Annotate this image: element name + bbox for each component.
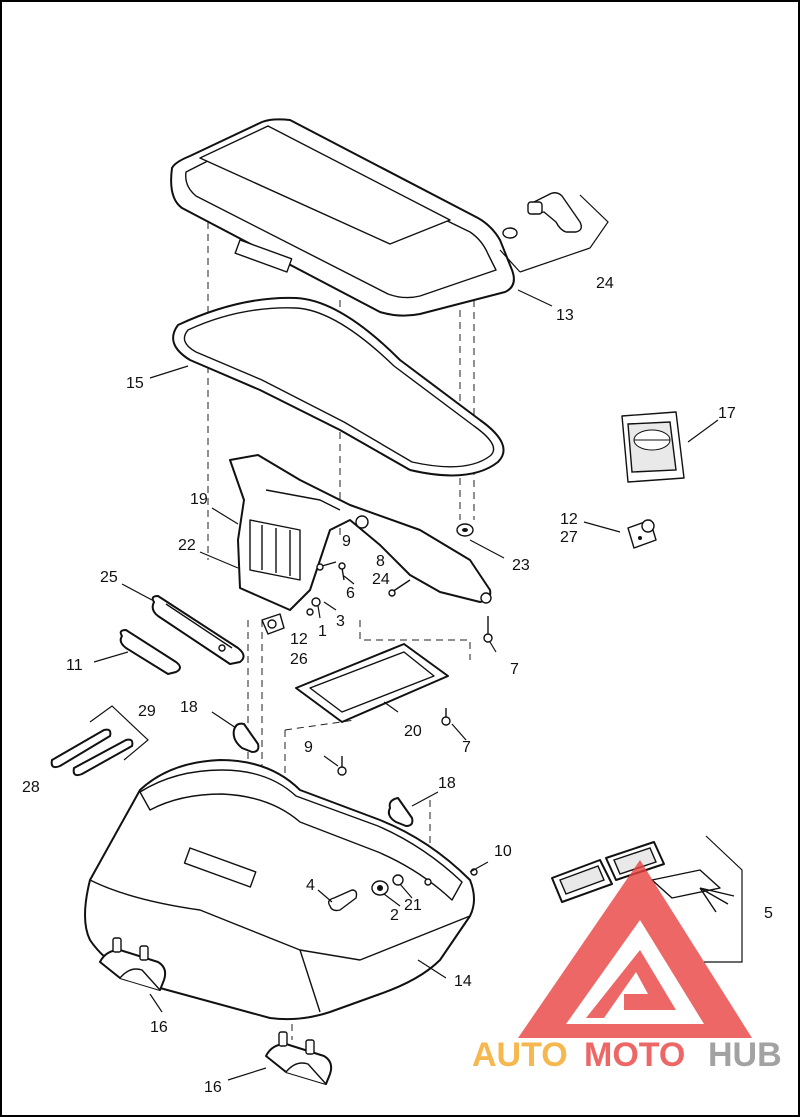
callout-18-left: 18	[180, 699, 198, 716]
callout-10: 10	[494, 843, 512, 860]
callout-9-bottom: 9	[304, 739, 313, 756]
callout-5: 5	[764, 905, 773, 922]
callout-29: 29	[138, 703, 156, 720]
callout-3: 3	[336, 613, 345, 630]
callout-14: 14	[454, 973, 472, 990]
fasteners-upper	[306, 561, 493, 776]
watermark-text-auto: AUTO	[472, 1036, 568, 1074]
callout-28: 28	[22, 779, 40, 796]
callout-6: 6	[346, 585, 355, 602]
part-24-latch-handle	[499, 192, 609, 273]
part-28-29-reflectors	[50, 705, 149, 777]
callout-19: 19	[190, 491, 208, 508]
watermark-text-moto: MOTO	[584, 1036, 685, 1074]
part-20-backing-plate	[295, 643, 449, 723]
callout-22: 22	[178, 537, 196, 554]
callout-25: 25	[100, 569, 118, 586]
automotohub-watermark: AUTO MOTO HUB	[472, 860, 782, 1074]
callout-7-bottom: 7	[462, 739, 471, 756]
part-14-saddlebag-body	[84, 759, 475, 1021]
part-15-seal-gasket	[172, 296, 505, 477]
part-11-trim-insert	[119, 629, 181, 675]
callout-7-right: 7	[510, 661, 519, 678]
callout-9-top: 9	[342, 533, 351, 550]
callout-4: 4	[306, 877, 315, 894]
watermark-g-shape	[586, 950, 676, 1018]
part-23-washer	[456, 523, 474, 537]
callout-8: 8	[376, 553, 385, 570]
part-17-badge	[621, 411, 685, 483]
callout-12-left: 12	[290, 631, 308, 648]
callout-21: 21	[404, 897, 422, 914]
callout-20: 20	[404, 723, 422, 740]
callout-18-right: 18	[438, 775, 456, 792]
callout-2: 2	[390, 907, 399, 924]
part-5-key-kit	[551, 835, 743, 963]
callout-17: 17	[718, 405, 736, 422]
callout-23: 23	[512, 557, 530, 574]
part-12-27-latch-bracket	[627, 519, 657, 549]
part-19-inner-frame	[229, 454, 492, 611]
callout-15: 15	[126, 375, 144, 392]
part-16-mount-brackets	[99, 937, 333, 1085]
watermark-text-hub: HUB	[708, 1036, 782, 1074]
callout-labels: 13 24 15 17 19 12 27 9 22 8 24 23 25 6 3…	[22, 275, 773, 1096]
callout-13: 13	[556, 307, 574, 324]
callout-24-top: 24	[596, 275, 614, 292]
part-25-trim-strip	[151, 595, 245, 665]
callout-26: 26	[290, 651, 308, 668]
callout-27: 27	[560, 529, 578, 546]
callout-12-right: 12	[560, 511, 578, 528]
callout-16-bottom: 16	[204, 1079, 222, 1096]
callout-24-mid: 24	[372, 571, 390, 588]
callout-11: 11	[66, 657, 83, 674]
part-12-26-bracket	[261, 613, 285, 635]
leader-lines	[93, 289, 719, 1081]
part-13-lid	[170, 118, 515, 317]
callout-16-top: 16	[150, 1019, 168, 1036]
part-18-clips	[232, 722, 414, 827]
callout-1: 1	[318, 623, 327, 640]
